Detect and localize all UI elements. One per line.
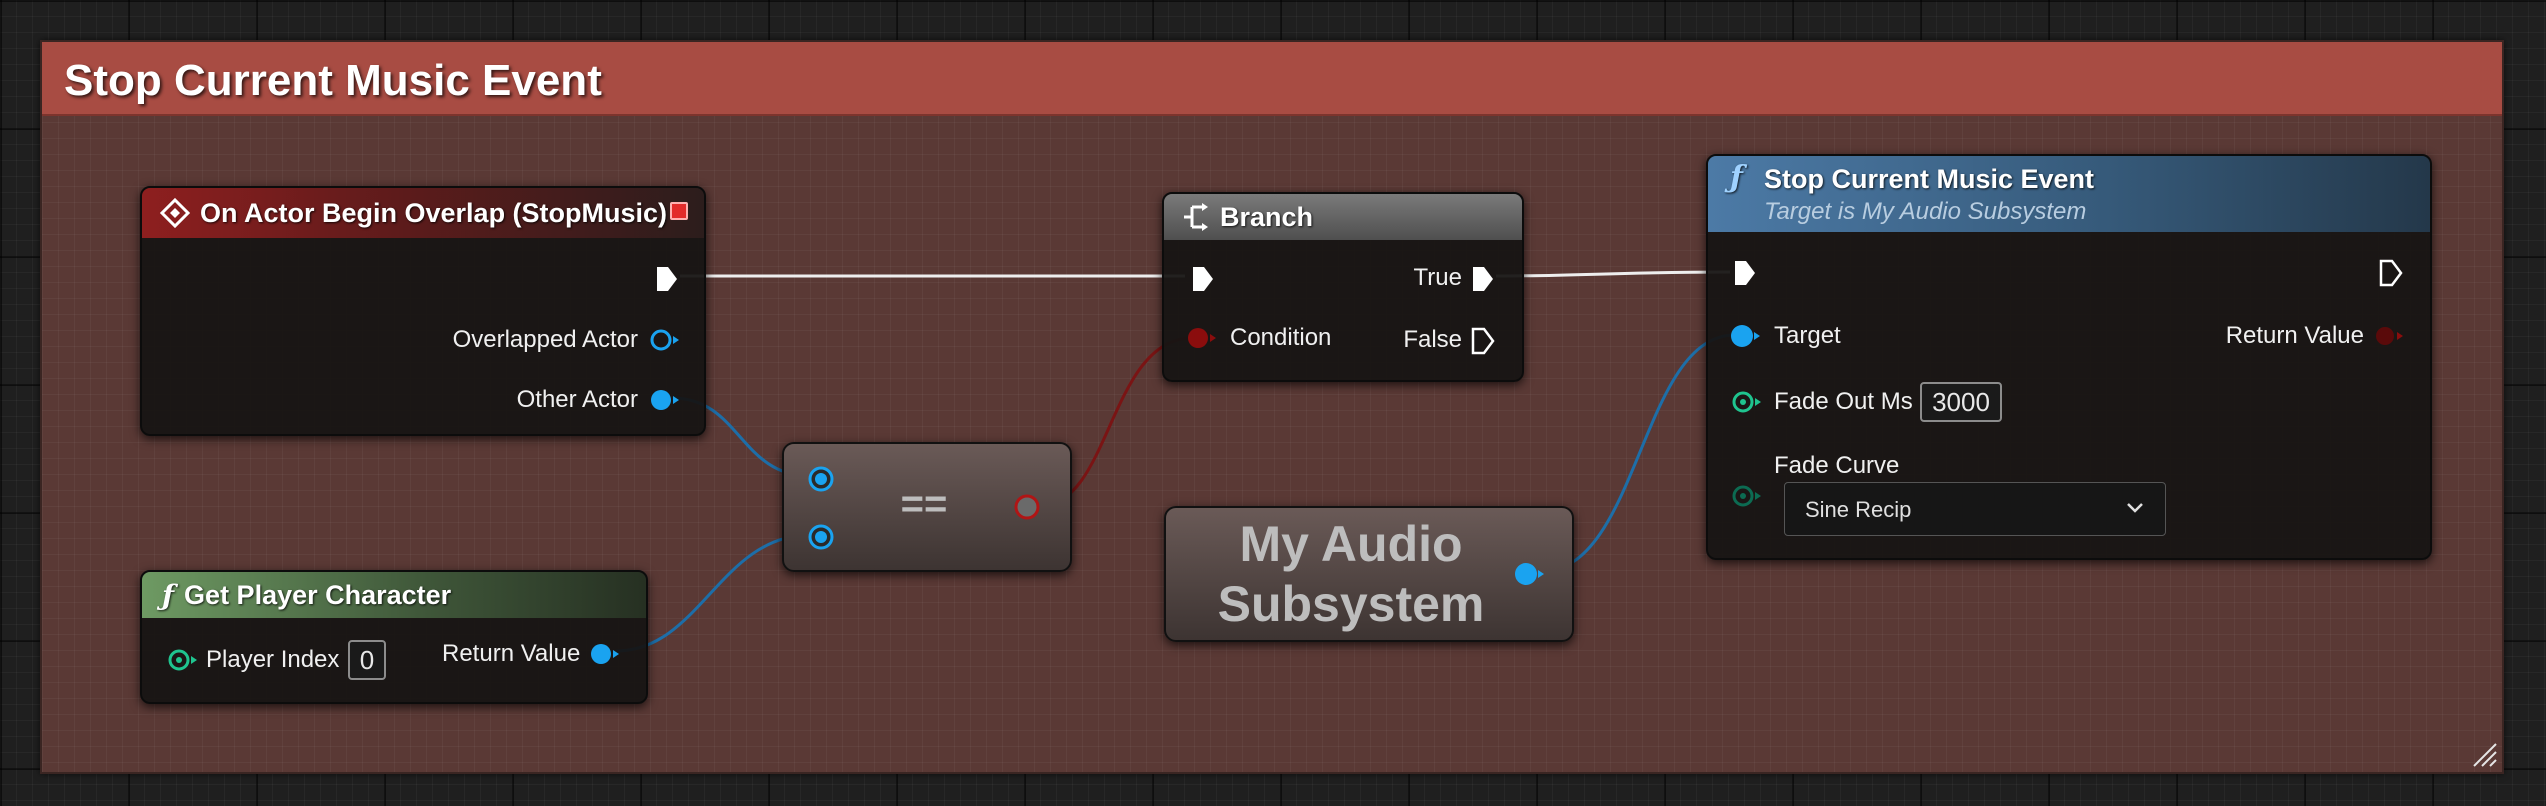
stop-music-subtitle: Target is My Audio Subsystem [1764,198,2087,225]
player-return-label: Return Value [442,640,581,667]
equals-output-pin[interactable] [1012,492,1042,522]
get-player-character-title: Get Player Character [184,579,452,610]
get-player-character-header[interactable]: ƒ Get Player Character [142,572,646,618]
branch-header[interactable]: Branch [1164,194,1522,240]
stop-music-node[interactable]: ƒ Stop Current Music Event Target is My … [1706,154,2432,560]
comment-title: Stop Current Music Event [64,56,602,105]
branch-icon [1184,203,1208,231]
branch-true-label: True [1413,264,1462,291]
close-icon[interactable] [670,202,688,220]
player-return-pin[interactable] [588,640,620,668]
branch-true-pin[interactable] [1470,264,1496,294]
fade-curve-pin[interactable] [1730,482,1762,510]
stop-return-label: Return Value [2225,322,2364,349]
other-actor-label: Other Actor [516,386,638,413]
branch-condition-pin[interactable] [1184,324,1218,352]
audio-subsystem-label: My Audio Subsystem [1186,514,1516,634]
overlapped-actor-label: Overlapped Actor [452,326,638,353]
equals-input-b-pin[interactable] [806,522,836,552]
player-index-pin[interactable] [166,646,198,674]
exec-out-pin[interactable] [654,264,680,294]
stop-music-exec-out-pin[interactable] [2378,258,2404,288]
event-node-title: On Actor Begin Overlap (StopMusic) [200,197,668,228]
comment-header[interactable]: Stop Current Music Event [42,42,2502,116]
equals-input-a-pin[interactable] [806,464,836,494]
fade-out-label: Fade Out Ms [1774,388,1913,415]
audio-subsystem-line2: Subsystem [1217,576,1485,632]
branch-condition-label: Condition [1230,324,1332,351]
event-node-header[interactable]: On Actor Begin Overlap (StopMusic) [142,188,704,238]
fade-curve-value: Sine Recip [1805,497,1912,522]
branch-false-label: False [1403,326,1462,353]
fade-out-input[interactable]: 3000 [1920,382,2002,422]
target-pin[interactable] [1728,322,1762,350]
target-label: Target [1774,322,1841,349]
chevron-down-icon [2127,503,2143,513]
branch-title: Branch [1220,201,1314,232]
exec-wire-branch-to-stop[interactable] [1495,270,1731,278]
audio-subsystem-output-pin[interactable] [1512,560,1546,588]
player-index-label: Player Index [206,646,340,673]
fade-out-pin[interactable] [1730,388,1762,416]
function-f-icon: ƒ [162,578,175,612]
function-f-icon: ƒ [1730,160,1743,195]
equals-symbol: == [900,482,948,526]
get-player-character-node[interactable]: ƒ Get Player Character Player Index 0 Re… [140,570,648,704]
equals-node[interactable]: == [782,442,1072,572]
stop-return-pin[interactable] [2372,322,2404,350]
stop-music-exec-in-pin[interactable] [1732,258,1758,288]
stop-music-title: Stop Current Music Event [1764,164,2095,194]
other-actor-pin[interactable] [648,386,680,414]
object-wire-audio-to-target[interactable] [1539,333,1736,574]
fade-curve-dropdown[interactable]: Sine Recip [1784,482,2166,536]
branch-exec-in-pin[interactable] [1190,264,1216,294]
player-index-input[interactable]: 0 [348,640,386,680]
branch-node[interactable]: Branch True Condition False [1162,192,1524,382]
branch-false-pin[interactable] [1470,326,1496,356]
overlapped-actor-pin[interactable] [648,326,680,354]
diamond-event-icon [160,198,190,228]
stop-music-header[interactable]: ƒ Stop Current Music Event Target is My … [1708,156,2430,232]
event-node[interactable]: On Actor Begin Overlap (StopMusic) Overl… [140,186,706,436]
my-audio-subsystem-node[interactable]: My Audio Subsystem [1164,506,1574,642]
audio-subsystem-line1: My Audio [1239,516,1463,572]
fade-curve-label: Fade Curve [1774,452,1900,479]
resize-grip-icon[interactable] [2468,738,2498,768]
